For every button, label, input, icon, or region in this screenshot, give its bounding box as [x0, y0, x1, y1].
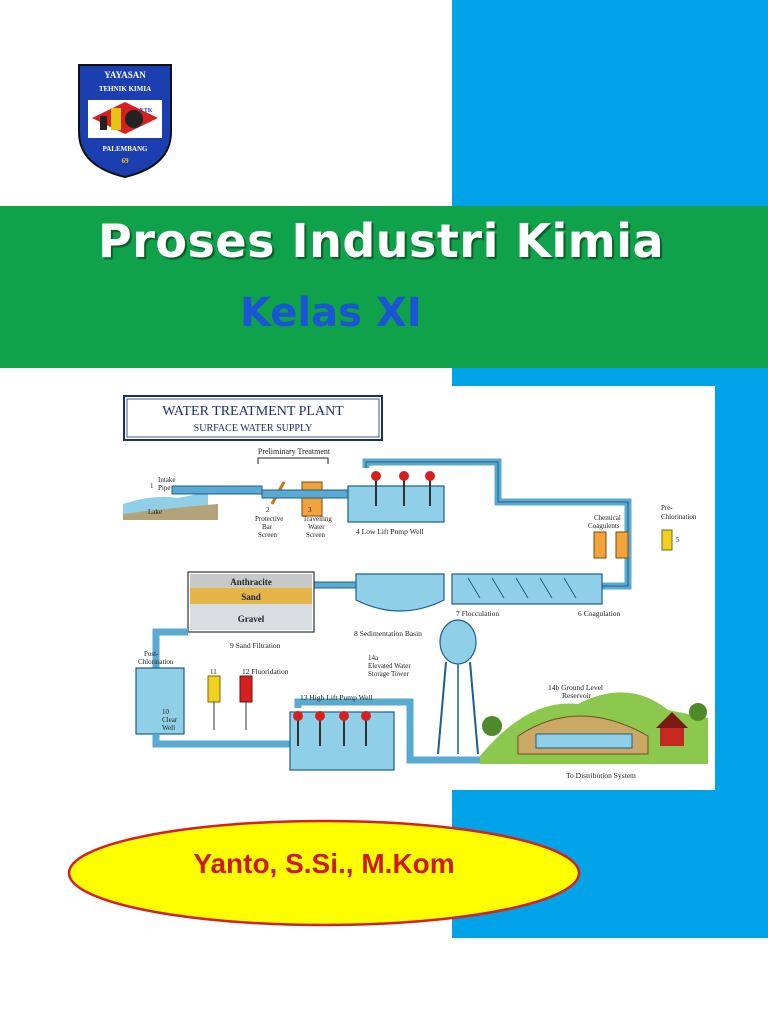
book-subtitle: Kelas XI: [240, 290, 422, 336]
label-tower-3: Storage Tower: [368, 670, 409, 678]
label-trav-2: Water: [308, 523, 325, 531]
label-tower-1: 14a: [368, 654, 379, 662]
label-post-2: Chlorination: [138, 658, 174, 666]
label-trav-num: 3: [308, 506, 312, 514]
label-prechl-num: 5: [676, 536, 680, 544]
logo-city-text: PALEMBANG: [103, 145, 149, 153]
school-logo: YAYASAN TEHNIK KIMIA YTK PALEMBANG 69: [78, 64, 172, 179]
label-intake-1: Intake: [158, 476, 176, 484]
label-sand-filtration: 9 Sand Filtration: [230, 641, 281, 650]
label-chem-2: Coagulents: [588, 522, 620, 530]
logo-mid-text: YTK: [139, 108, 152, 114]
author-name: Yanto, S.Si., M.Kom: [193, 848, 455, 879]
label-gravel: Gravel: [238, 614, 265, 624]
book-title: Proses Industri Kimia: [98, 214, 665, 268]
title-band: [0, 206, 768, 368]
label-bar-3: Screen: [258, 531, 278, 539]
author-ellipse: [67, 819, 581, 927]
label-reservoir-2: Reservoir: [562, 691, 592, 700]
label-sedimentation: 8 Sedimentation Basin: [354, 629, 422, 638]
diagram-title: WATER TREATMENT PLANT: [162, 404, 344, 419]
label-coagulation: 6 Coagulation: [578, 609, 621, 618]
label-prechl-2: Chlorination: [661, 513, 697, 521]
label-flocculation: 7 Flocculation: [456, 609, 499, 618]
label-bar-1: Protective: [255, 515, 283, 523]
label-anthracite: Anthracite: [230, 577, 272, 587]
label-high-lift: 13 High Lift Pump Well: [300, 693, 373, 702]
water-treatment-diagram: WATER TREATMENT PLANT SURFACE WATER SUPP…: [108, 386, 715, 790]
label-prechl-1: Pre-: [661, 504, 673, 512]
label-post-1: Post-: [144, 650, 159, 658]
label-clear-2: Clear: [162, 716, 178, 724]
label-lake: Lake: [148, 508, 162, 516]
label-trav-1: Travelling: [303, 515, 332, 523]
label-fluoridation: 12 Fluoridation: [242, 667, 289, 676]
logo-top-text: YAYASAN: [104, 70, 146, 80]
label-bar-2: Bar: [262, 523, 273, 531]
label-fluor-num: 11: [210, 668, 217, 676]
label-low-lift: 4 Low Lift Pump Well: [356, 527, 424, 536]
label-tower-2: Elevated Water: [368, 662, 411, 670]
label-clear-3: Well: [162, 724, 175, 732]
label-intake-2: Pipe: [158, 484, 170, 492]
label-intake-num: 1: [150, 482, 154, 490]
logo-sub-text: TEHNIK KIMIA: [99, 85, 151, 93]
label-sand: Sand: [241, 592, 261, 602]
label-bar-num: 2: [266, 506, 270, 514]
label-trav-3: Screen: [306, 531, 326, 539]
label-reservoir-1: 14b Ground Level: [548, 683, 603, 692]
label-chem-1: Chemical: [594, 514, 621, 522]
diagram-subtitle: SURFACE WATER SUPPLY: [194, 423, 313, 434]
label-distribution: To Distribution System: [566, 771, 636, 780]
label-preliminary: Preliminary Treatment: [258, 447, 331, 456]
label-clear-1: 10: [162, 708, 170, 716]
logo-number-text: 69: [122, 157, 130, 165]
blue-accent-top: [452, 0, 768, 206]
